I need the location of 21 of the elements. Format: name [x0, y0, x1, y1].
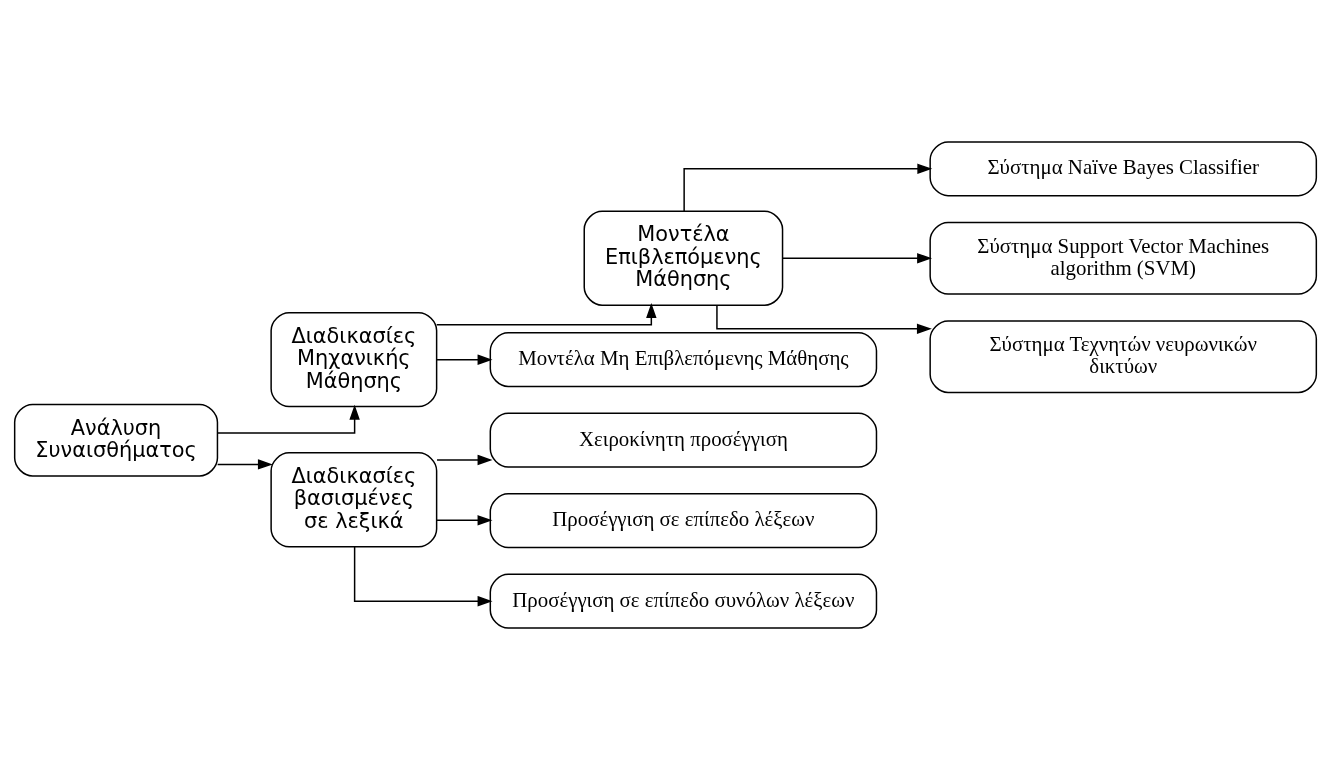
node-box: Διαδικασίες βασισμένες σε λεξικά [270, 451, 438, 548]
arrow [216, 458, 273, 470]
arrow [436, 302, 657, 326]
node-box: Σύστημα Support Vector Machines algorithm (SVM) [929, 221, 1318, 295]
node-box: Προσέγγιση σε επίπεδο λέξεων [489, 492, 878, 548]
node-box: Χειροκίνητη προσέγγιση [489, 412, 878, 468]
node-box: Σύστημα Τεχνητών νευρωνικών δικτύων [929, 319, 1318, 393]
arrow [781, 252, 933, 263]
arrow [217, 404, 360, 434]
node-box: Διαδικασίες Μηχανικής Μάθησης [270, 311, 438, 407]
node-box: Μοντέλα Επιβλεπόμενης Μάθησης [583, 210, 784, 306]
node-box: Προσέγγιση σε επίπεδο συνόλων λέξεων [489, 573, 878, 629]
arrow [436, 454, 493, 465]
node-box: Ανάλυση Συναισθήματος [13, 403, 219, 477]
arrow [436, 353, 493, 365]
node-box: Μοντέλα Μη Επιβλεπόμενης Μάθησης [489, 331, 878, 387]
arrow [353, 545, 493, 606]
arrow [683, 163, 933, 212]
node-box: Σύστημα Naïve Bayes Classifier [929, 140, 1318, 196]
arrow [436, 514, 493, 526]
arrow [716, 304, 932, 334]
